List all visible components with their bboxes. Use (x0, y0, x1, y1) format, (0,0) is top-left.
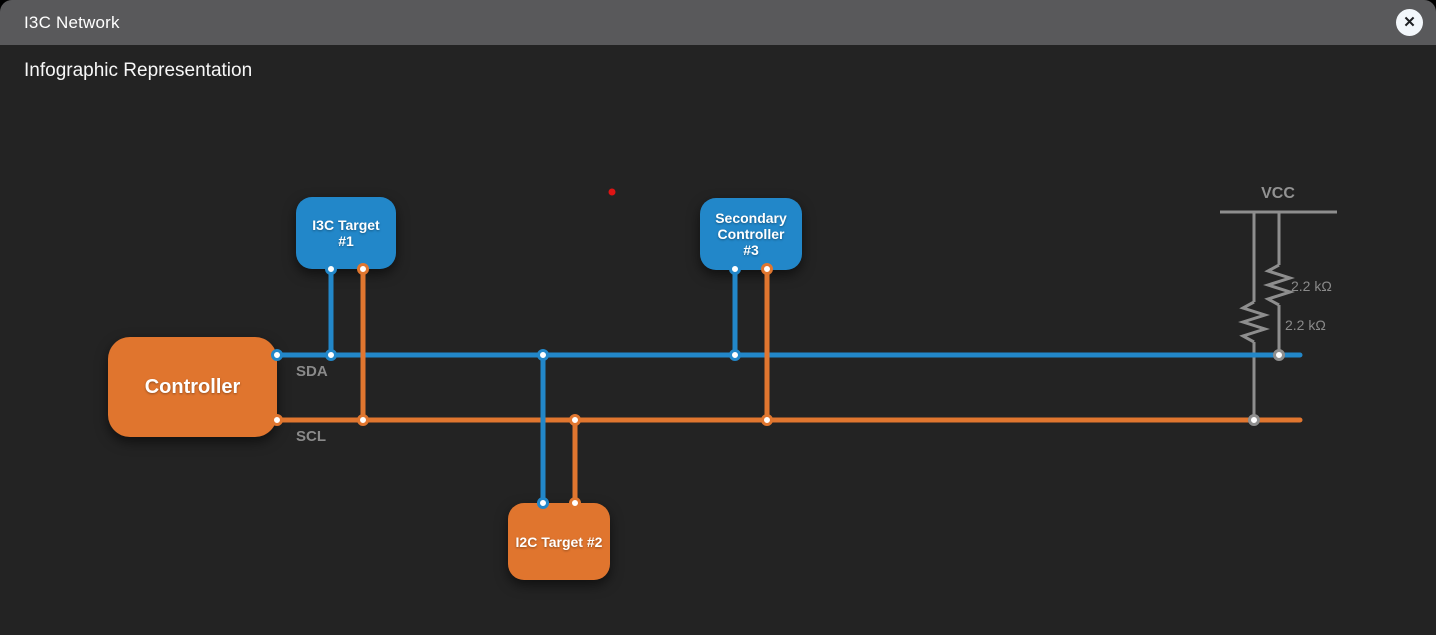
pin-sc3-scl (761, 263, 773, 275)
junction-i3c1-sda (325, 349, 337, 361)
red-indicator-dot (608, 188, 616, 196)
node-i2c-target-2[interactable] (508, 503, 610, 580)
resistor-sda (1263, 263, 1295, 307)
pin-i2c2-scl (569, 497, 581, 509)
pin-i3c1-scl (357, 263, 369, 275)
junction-i2c2-sda (537, 349, 549, 361)
junction-pullup-sda (1273, 349, 1285, 361)
junction-controller-scl (271, 414, 283, 426)
junction-i2c2-scl (569, 414, 581, 426)
pin-i2c2-sda (537, 497, 549, 509)
junction-sc3-sda (729, 349, 741, 361)
scl-drop-wires (360, 263, 770, 509)
resistor-scl (1238, 300, 1270, 344)
junction-sc3-scl (761, 414, 773, 426)
sda-drop-wires (328, 263, 738, 509)
node-secondary-controller-3[interactable] (700, 198, 802, 270)
diagram-canvas (108, 188, 1337, 580)
node-controller[interactable] (108, 337, 277, 437)
junction-i3c1-scl (357, 414, 369, 426)
window-title: I3C Network (24, 12, 120, 32)
node-i3c-target-1[interactable] (296, 197, 396, 269)
panel-heading: Infographic Representation (24, 60, 253, 81)
vcc-power-network (1220, 210, 1337, 420)
junction-dots (271, 263, 1285, 509)
junction-controller-sda (271, 349, 283, 361)
close-icon: ✕ (1403, 14, 1416, 31)
junction-pullup-scl (1248, 414, 1260, 426)
infographic-panel: Infographic Representation (0, 45, 1436, 635)
pin-i3c1-sda (325, 263, 337, 275)
close-button[interactable]: ✕ (1396, 9, 1423, 36)
window-titlebar[interactable]: I3C Network ✕ (0, 0, 1436, 45)
pin-sc3-sda (729, 263, 741, 275)
